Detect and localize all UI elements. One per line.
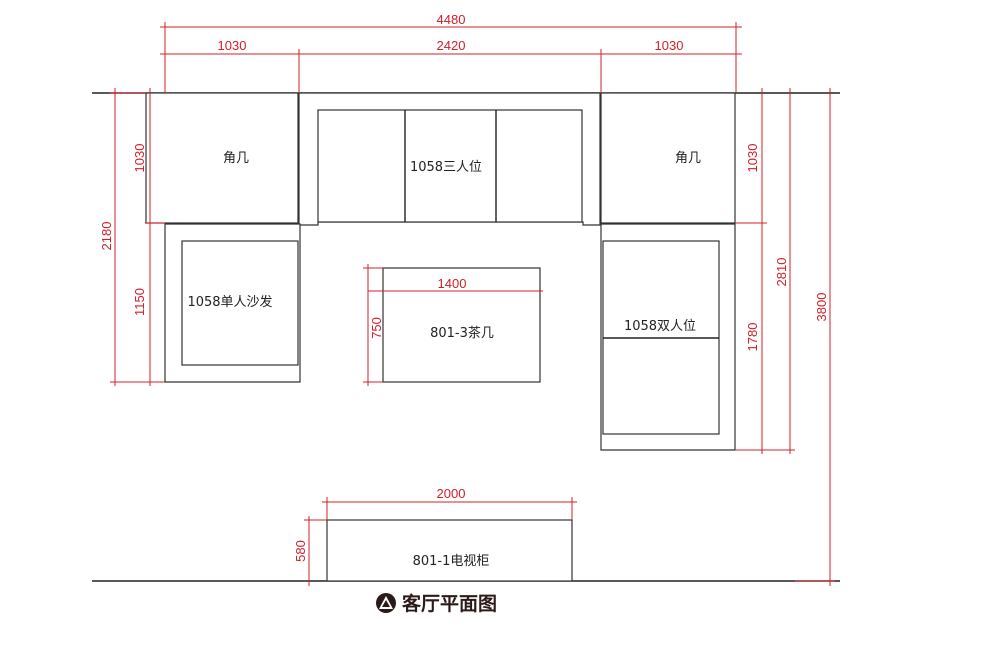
- dim-middle-width: 2420: [437, 38, 466, 53]
- caption-triangle-icon: [376, 593, 396, 613]
- coffee-table: [382, 267, 541, 383]
- dim-left-corner-depth: 1030: [132, 144, 147, 173]
- dim-left-total-depth: 2180: [99, 222, 114, 251]
- corner-table-left: [145, 92, 299, 224]
- dim-single-sofa-depth: 1150: [132, 288, 147, 316]
- dim-tv-width: 2000: [437, 486, 466, 501]
- single-sofa-label: 1058单人沙发: [187, 294, 272, 310]
- double-sofa-label: 1058双人位: [624, 319, 696, 334]
- dim-right-corner-depth: 1030: [745, 144, 760, 173]
- corner-table-right-label: 角几: [675, 151, 701, 166]
- three-seat-cushions: [317, 109, 583, 223]
- corner-table-left-label: 角几: [223, 151, 249, 166]
- dim-right-width: 1030: [655, 38, 684, 53]
- tv-cabinet-label: 801-1电视柜: [413, 554, 490, 569]
- plan-caption: 客厅平面图: [402, 592, 497, 615]
- three-seat-sofa-label: 1058三人位: [410, 160, 482, 175]
- dim-coffee-table-depth: 750: [369, 317, 384, 339]
- dim-total-width: 4480: [437, 12, 466, 27]
- coffee-table-label: 801-3茶几: [430, 325, 494, 341]
- single-sofa-seat: [181, 240, 299, 366]
- dim-right-group-depth: 2810: [774, 258, 789, 287]
- tv-cabinet: [326, 519, 573, 582]
- dim-double-sofa-depth: 1780: [745, 323, 760, 352]
- dim-tv-depth: 580: [293, 540, 308, 562]
- dim-left-width: 1030: [218, 38, 247, 53]
- corner-table-right: [600, 92, 736, 224]
- dim-room-depth: 3800: [814, 293, 829, 322]
- dim-coffee-table-width: 1400: [438, 276, 467, 291]
